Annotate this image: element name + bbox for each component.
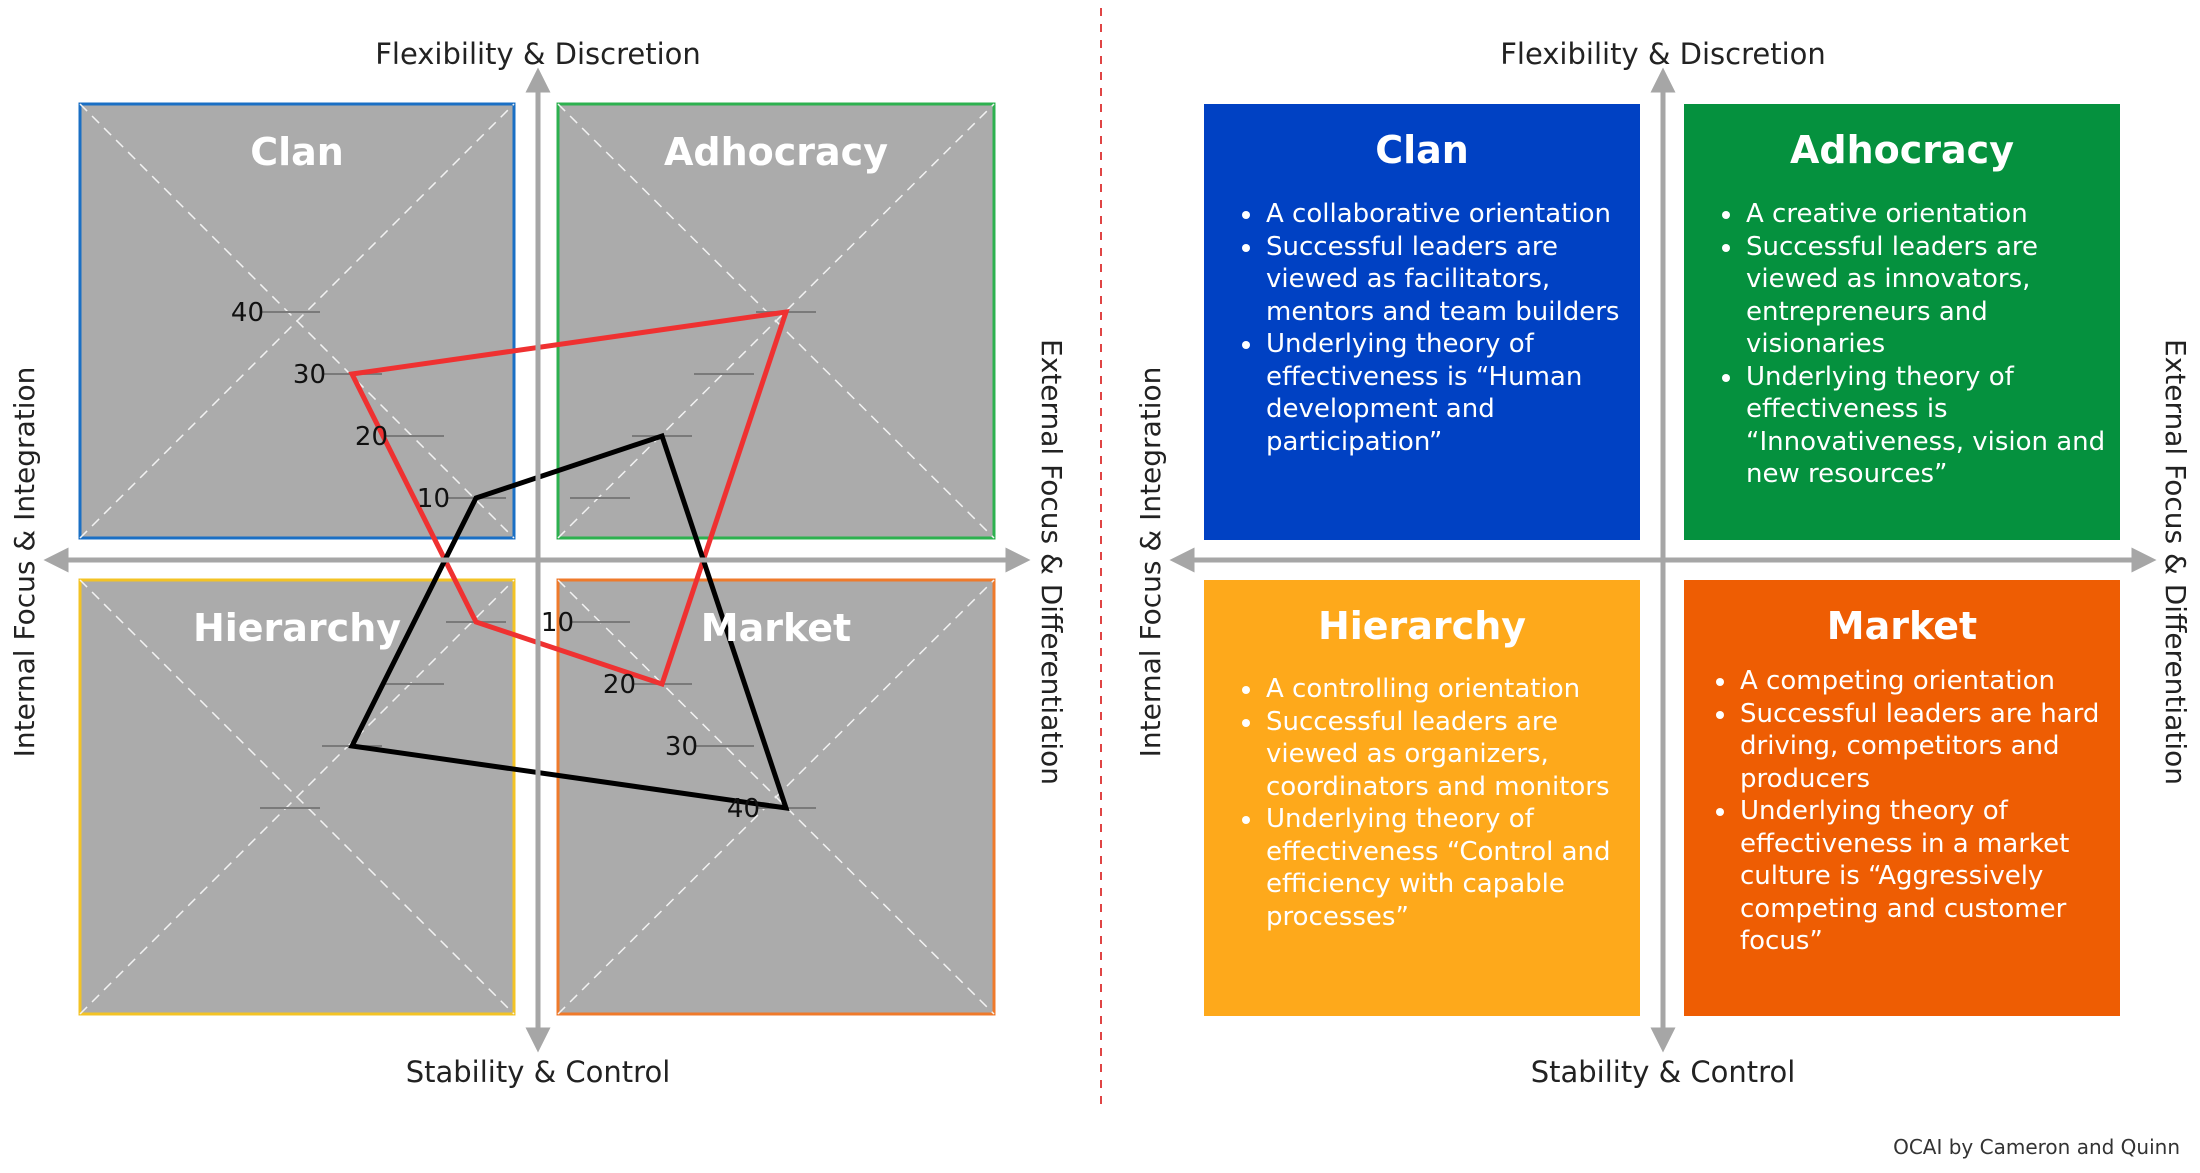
adhocracy-bullet: A creative orientation: [1744, 198, 2114, 231]
adhocracy-bullet: Successful leaders are viewed as innovat…: [1744, 231, 2114, 361]
market-bullet: Successful leaders are hard driving, com…: [1738, 698, 2128, 796]
clan-bullet: Successful leaders are viewed as facilit…: [1264, 231, 1624, 329]
description-axis-left-label: Internal Focus & Integration: [1134, 367, 1167, 758]
description-axis-right-label: External Focus & Differentiation: [2159, 339, 2192, 785]
radar-diagonals: [79, 103, 995, 1015]
quadrant-hierarchy-bullets: A controlling orientationSuccessful lead…: [1222, 673, 1634, 933]
quadrant-market-title: Market: [1826, 604, 1978, 648]
radar-title-hierarchy: Hierarchy: [193, 606, 401, 650]
radar-axis-right-label: External Focus & Differentiation: [1035, 339, 1068, 785]
credit-text: OCAI by Cameron and Quinn: [1893, 1135, 2180, 1159]
radar-series-1: [348, 308, 790, 688]
quadrant-adhocracy-box: [1684, 104, 2120, 540]
clan-bullet: A collaborative orientation: [1264, 198, 1624, 231]
quadrant-hierarchy-box: [1204, 580, 1640, 1016]
quadrant-adhocracy-bullets: A creative orientationSuccessful leaders…: [1702, 198, 2114, 491]
description-axis-top-label: Flexibility & Discretion: [1500, 37, 1826, 71]
quadrant-market-bullets: A competing orientationSuccessful leader…: [1696, 665, 2128, 958]
radar-title-clan: Clan: [250, 130, 344, 174]
quadrant-hierarchy-title: Hierarchy: [1317, 604, 1527, 648]
radar-tick-label: 40: [231, 298, 264, 328]
market-bullet: A competing orientation: [1738, 665, 2128, 698]
quadrant-clan-bullets: A collaborative orientationSuccessful le…: [1222, 198, 1624, 458]
radar-tick-label: 40: [727, 794, 760, 824]
radar-series: [348, 308, 790, 812]
market-bullet: Underlying theory of effectiveness in a …: [1738, 795, 2128, 958]
hierarchy-bullet: A controlling orientation: [1264, 673, 1634, 706]
radar-tick-label: 20: [355, 422, 388, 452]
radar-tick-label: 20: [603, 670, 636, 700]
quadrant-adhocracy-title: Adhocracy: [1790, 128, 2014, 172]
hierarchy-bullet: Underlying theory of effectiveness “Cont…: [1264, 803, 1634, 933]
radar-series-2: [348, 432, 790, 812]
radar-title-adhocracy: Adhocracy: [664, 130, 888, 174]
quadrant-market-box: [1684, 580, 2120, 1016]
radar-tick-label: 10: [417, 484, 450, 514]
hierarchy-bullet: Successful leaders are viewed as organiz…: [1264, 706, 1634, 804]
quadrant-clan-box: [1204, 104, 1640, 540]
adhocracy-bullet: Underlying theory of effectiveness is “I…: [1744, 361, 2114, 491]
radar-tick-label: 30: [293, 360, 326, 390]
radar-axis-left-label: Internal Focus & Integration: [8, 367, 41, 758]
radar-axis-top-label: Flexibility & Discretion: [375, 37, 701, 71]
description-axis-bottom-label: Stability & Control: [1531, 1055, 1796, 1089]
radar-axis-bottom-label: Stability & Control: [406, 1055, 671, 1089]
quadrant-clan-title: Clan: [1375, 128, 1469, 172]
radar-tick-label: 30: [665, 732, 698, 762]
clan-bullet: Underlying theory of effectiveness is “H…: [1264, 328, 1624, 458]
radar-title-market: Market: [701, 606, 851, 650]
